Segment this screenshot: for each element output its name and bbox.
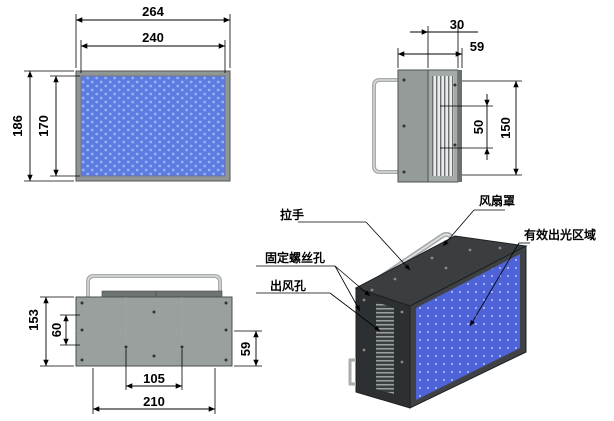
top-view: 153 60 59 105 210 <box>26 274 262 414</box>
led-window <box>80 75 226 177</box>
dim-150: 150 <box>498 117 513 139</box>
dim-30: 30 <box>450 17 464 32</box>
callout-air-outlet: 出风孔 <box>270 278 306 293</box>
dim-50: 50 <box>471 120 486 134</box>
dim-59: 59 <box>470 39 484 54</box>
dim-264: 264 <box>142 4 164 19</box>
dim-153: 153 <box>26 309 41 331</box>
dim-210: 210 <box>143 394 165 409</box>
fan-grille <box>432 76 454 176</box>
side-handle <box>372 78 399 174</box>
isometric-view: 拉手 风扇罩 有效出光区域 固定螺丝孔 出风孔 <box>256 193 596 409</box>
dim-186: 186 <box>10 115 25 137</box>
dim-59-right: 59 <box>238 342 253 356</box>
dim-170: 170 <box>36 115 51 137</box>
callout-mount-holes: 固定螺丝孔 <box>265 250 325 265</box>
callout-effective-area: 有效出光区域 <box>524 227 596 242</box>
dim-240: 240 <box>142 30 164 45</box>
front-view: 264 240 186 170 <box>10 4 231 182</box>
dim-105: 105 <box>143 371 165 386</box>
dim-60: 60 <box>49 323 64 337</box>
callout-handle: 拉手 <box>280 207 304 222</box>
effective-light-area <box>416 254 520 400</box>
air-outlet-grille <box>376 302 394 394</box>
side-view: 30 59 50 150 <box>372 17 522 183</box>
callout-fan-cover: 风扇罩 <box>479 193 515 208</box>
